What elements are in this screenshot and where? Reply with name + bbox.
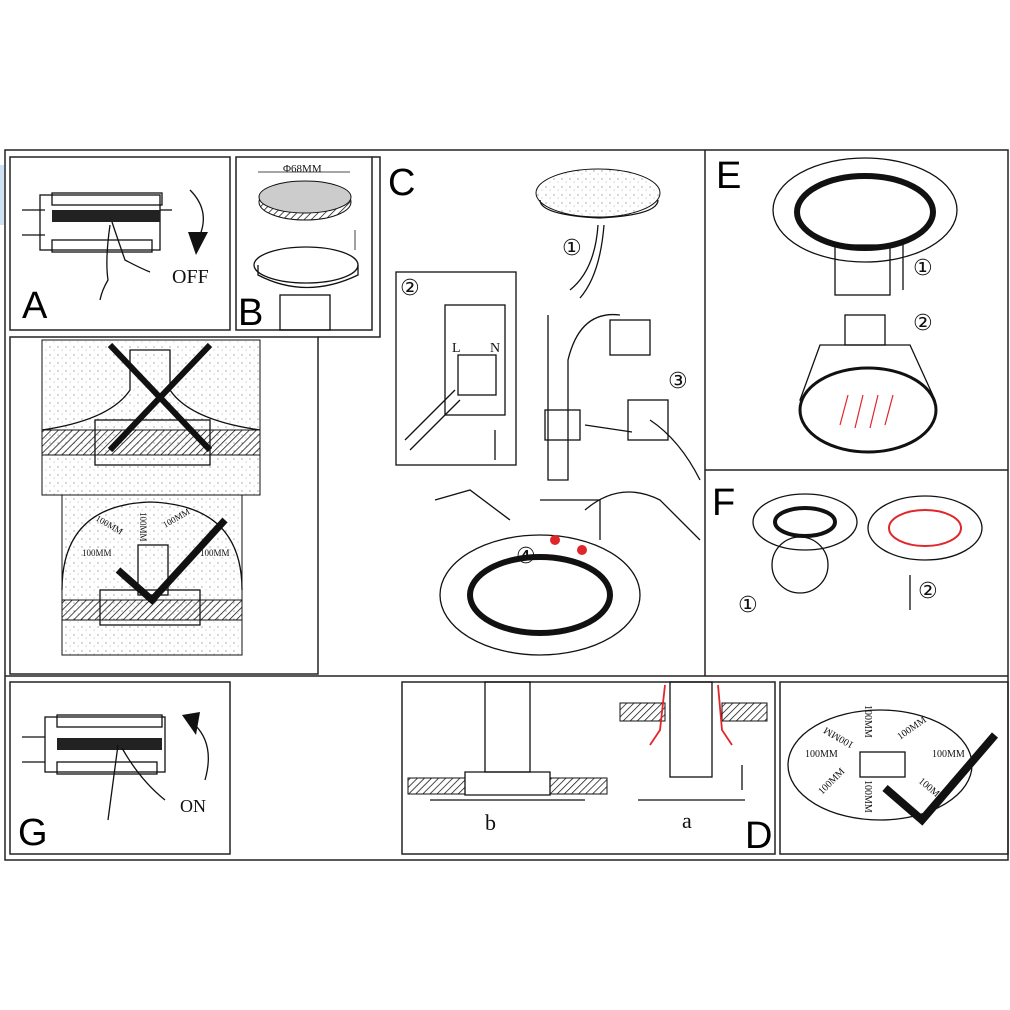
- rotate-arrow-icon: [189, 189, 204, 236]
- svg-text:a: a: [682, 808, 692, 833]
- svg-text:N: N: [490, 341, 500, 356]
- svg-text:②: ②: [918, 579, 938, 604]
- svg-text:100MM: 100MM: [932, 749, 965, 760]
- check-mark-icon: [115, 517, 228, 605]
- panel-e-lamp-insert: E ① ②: [716, 155, 958, 454]
- panel-letter-g: G: [18, 812, 48, 854]
- outer-frame: [4, 149, 1009, 861]
- panel-c-wiring: C ① ② L N ③ ④: [388, 162, 701, 656]
- svg-text:100MM: 100MM: [862, 705, 873, 738]
- off-label: OFF: [172, 266, 209, 288]
- svg-text:100MM: 100MM: [200, 548, 230, 558]
- svg-text:①: ①: [562, 236, 582, 261]
- svg-text:100MM: 100MM: [822, 724, 856, 750]
- panel-letter-a: A: [22, 285, 48, 327]
- panel-letter-d: D: [745, 815, 772, 857]
- svg-text:②: ②: [913, 311, 933, 336]
- diameter-label: Φ68MM: [283, 163, 322, 175]
- breaker-icon: [22, 192, 172, 253]
- svg-text:③: ③: [668, 369, 688, 394]
- svg-text:100MM: 100MM: [895, 715, 928, 743]
- panel-letter-e: E: [716, 155, 741, 197]
- panel-a-switch-off: OFF A: [9, 156, 231, 331]
- svg-text:②: ②: [400, 276, 420, 301]
- panel-letter-b: B: [238, 292, 263, 334]
- svg-text:100MM: 100MM: [805, 749, 838, 760]
- svg-text:100MM: 100MM: [862, 780, 873, 813]
- svg-text:④: ④: [516, 544, 536, 569]
- panel-clearance: 100MM 100MM 100MM 100MM 100MM: [9, 336, 319, 675]
- svg-text:100MM: 100MM: [816, 766, 847, 797]
- panel-b-remove-lamp: Φ68MM B: [235, 156, 381, 338]
- cross-mark-icon: [107, 342, 213, 453]
- svg-text:100MM: 100MM: [138, 512, 148, 542]
- check-mark-icon: [882, 732, 999, 826]
- panel-letter-c: C: [388, 162, 415, 204]
- svg-text:①: ①: [913, 256, 933, 281]
- on-label: ON: [180, 796, 206, 816]
- panel-d-clips: b a D: [401, 681, 776, 857]
- svg-text:100MM: 100MM: [82, 548, 112, 558]
- hand-icon: [99, 221, 151, 301]
- svg-text:①: ①: [738, 593, 758, 618]
- panel-spacing: 100MM 100MM 100MM 100MM 100MM 100MM 100M…: [779, 681, 1009, 855]
- svg-text:b: b: [485, 810, 496, 835]
- panel-f-ring: F ① ②: [712, 482, 983, 618]
- panel-g-switch-on: ON G: [9, 681, 231, 855]
- svg-text:L: L: [452, 341, 461, 356]
- panel-letter-f: F: [712, 482, 735, 524]
